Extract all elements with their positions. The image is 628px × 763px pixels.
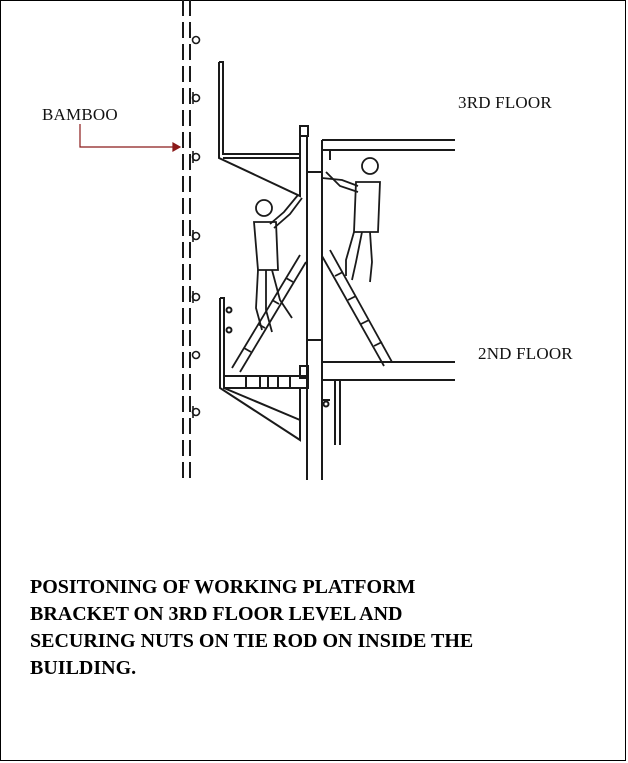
bamboo-label: BAMBOO bbox=[42, 105, 118, 124]
worker-right bbox=[321, 157, 381, 283]
caption: POSITONING OF WORKING PLATFORM BRACKET O… bbox=[30, 574, 590, 682]
bamboo-pole bbox=[182, 0, 191, 478]
floor-slab-2nd bbox=[322, 361, 455, 445]
caption-line: SECURING NUTS ON TIE ROD ON INSIDE THE bbox=[30, 630, 474, 652]
lower-platform bbox=[219, 297, 309, 442]
bamboo-couplers bbox=[191, 35, 201, 418]
second-floor-label: 2ND FLOOR bbox=[478, 344, 573, 363]
building-wall bbox=[306, 136, 323, 480]
worker-left bbox=[253, 194, 303, 333]
caption-line: POSITONING OF WORKING PLATFORM bbox=[30, 576, 416, 598]
ladder-left bbox=[231, 254, 307, 373]
floor-slab-3rd bbox=[321, 139, 455, 160]
upper-bracket bbox=[218, 61, 309, 198]
ladder-right bbox=[321, 249, 393, 367]
third-floor-label: 3RD FLOOR bbox=[458, 93, 552, 112]
bamboo-arrow bbox=[79, 124, 182, 153]
caption-line: BRACKET ON 3RD FLOOR LEVEL AND bbox=[30, 603, 403, 625]
caption-line: BUILDING. bbox=[30, 657, 137, 679]
